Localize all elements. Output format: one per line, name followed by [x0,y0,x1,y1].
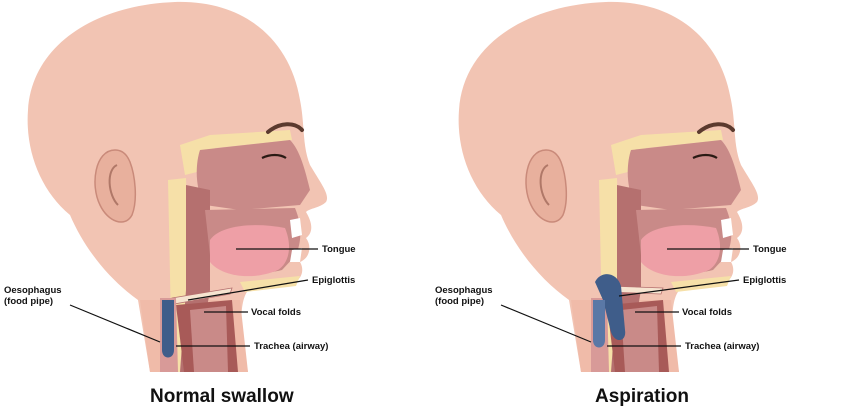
panel-aspiration: Tongue Epiglottis Vocal folds Trachea (a… [431,0,861,412]
panel-normal-swallow: Tongue Epiglottis Vocal folds Trachea (a… [0,0,430,412]
food-bolus [162,300,174,358]
label-vocal-folds: Vocal folds [682,307,732,318]
aspiration-diagram: Tongue Epiglottis Vocal folds Trachea (a… [431,0,861,380]
label-vocal-folds: Vocal folds [251,307,301,318]
label-epiglottis: Epiglottis [312,275,355,286]
label-tongue: Tongue [322,244,356,255]
label-food-pipe: (food pipe) [4,296,53,307]
label-epiglottis: Epiglottis [743,275,786,286]
label-trachea: Trachea (airway) [254,341,328,352]
label-trachea: Trachea (airway) [685,341,759,352]
food-bolus-oesophagus [593,300,605,348]
label-tongue: Tongue [753,244,787,255]
nasal-cavity [628,140,741,210]
label-oesophagus: Oesophagus [435,285,493,296]
caption-normal-swallow: Normal swallow [150,386,294,408]
trachea-lumen [621,306,659,372]
caption-aspiration: Aspiration [595,386,689,408]
label-food-pipe: (food pipe) [435,296,484,307]
trachea-lumen [190,306,228,372]
normal-swallow-diagram: Tongue Epiglottis Vocal folds Trachea (a… [0,0,430,380]
label-oesophagus: Oesophagus [4,285,62,296]
tongue [210,225,289,276]
nasal-cavity [197,140,310,210]
tongue [641,225,720,276]
